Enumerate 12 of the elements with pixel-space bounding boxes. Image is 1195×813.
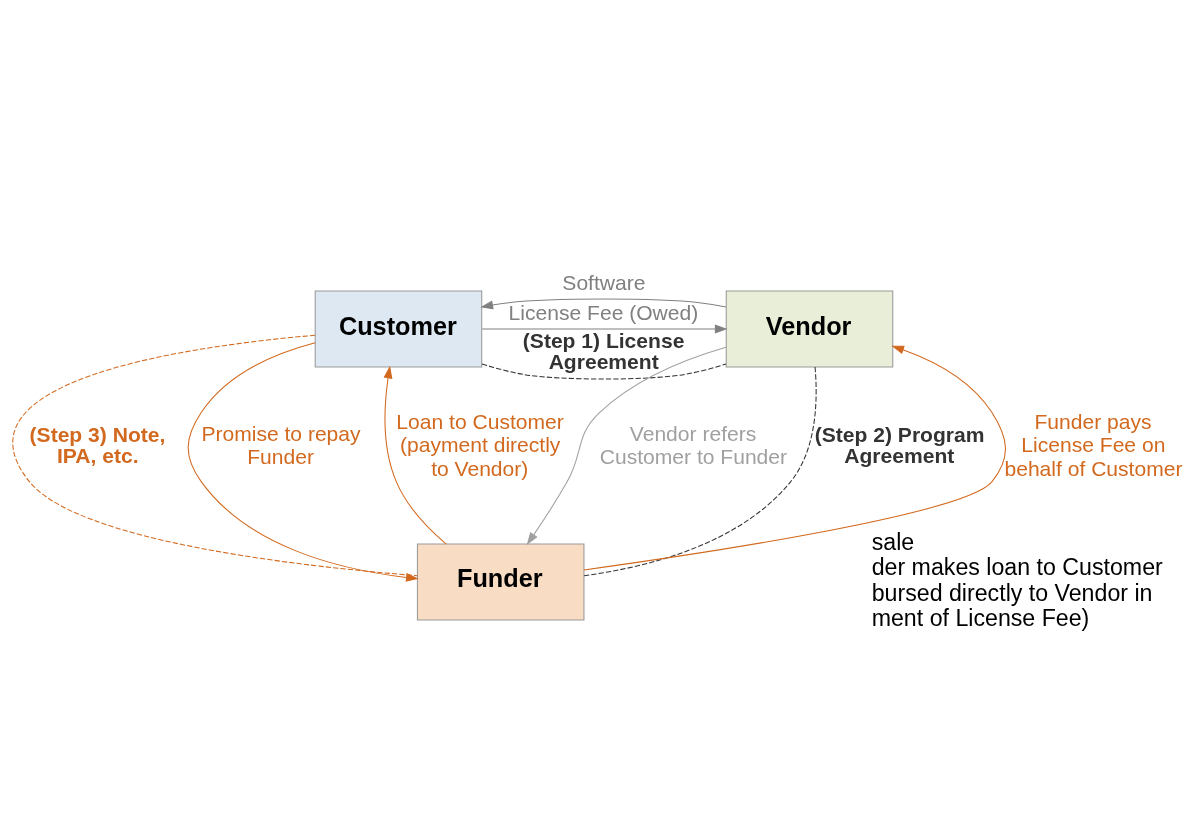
edge-label: (Step 2) Program Agreement — [814, 422, 985, 467]
label: sale — [871, 528, 915, 555]
label: der makes loan to Customer — [871, 554, 1163, 581]
edge-label: Software — [562, 271, 646, 295]
label: bursed directly to Vendor in — [871, 579, 1153, 606]
edge-label: Vendor refers Customer to Funder — [599, 421, 788, 468]
edge-label: (Step 3) Note, IPA, etc. — [29, 422, 166, 467]
edge-label: (Step 1) License Agreement — [522, 329, 685, 374]
edge-label: Promise to repay Funder — [201, 421, 361, 468]
edge-label: License Fee (Owed) — [508, 300, 699, 324]
edge-label: Loan to Customer (payment directly to Vendor) — [396, 410, 564, 480]
edge-label: Funder pays License Fee on behalf of Customer — [1004, 410, 1183, 480]
